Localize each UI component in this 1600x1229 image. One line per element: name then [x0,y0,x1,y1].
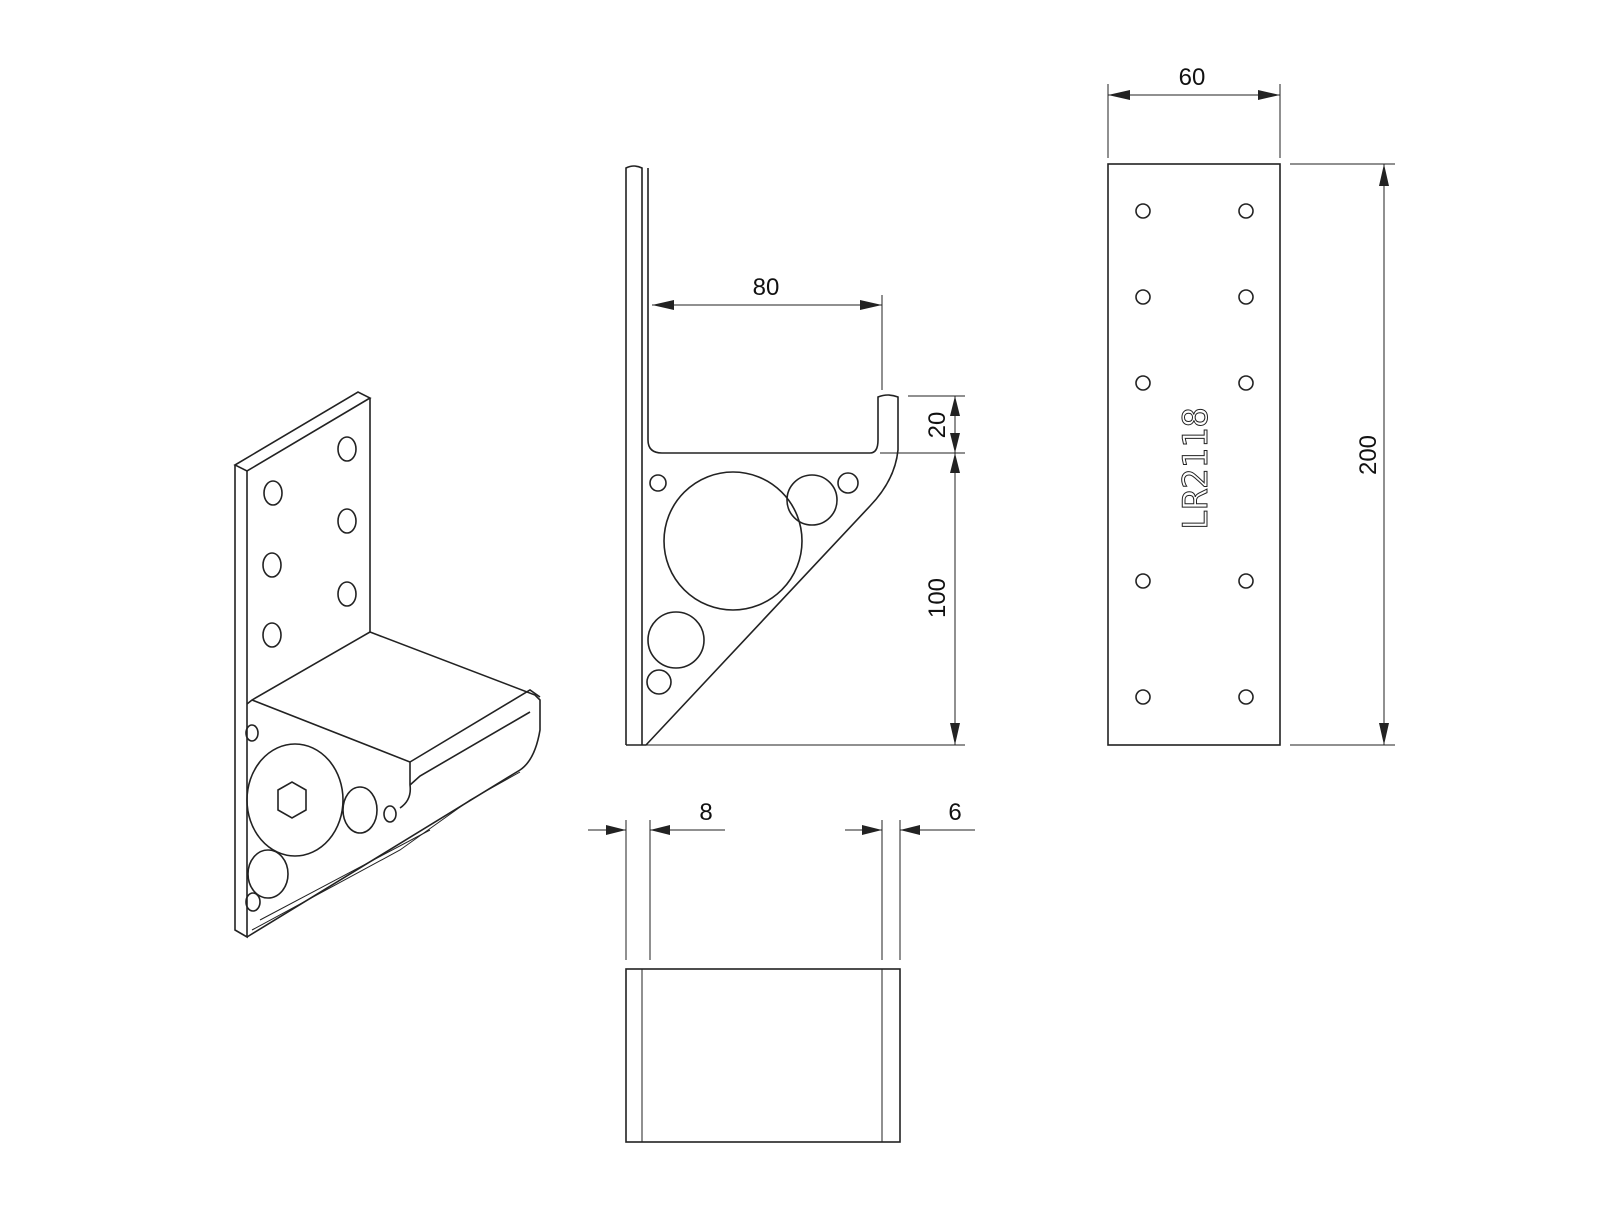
dimension-lines [588,84,1395,960]
front-view [625,165,899,746]
dim-height-200: 200 [1355,435,1382,475]
dim-thickness-6: 6 [948,799,961,826]
dim-lip-20: 20 [924,412,951,439]
top-view: LR2118 [1107,163,1281,746]
fastener-holes [1135,203,1254,705]
hex-bolt-icon [277,781,307,819]
dim-width-60: 60 [1179,64,1206,91]
dimension-labels: 60 200 80 20 100 8 6 [699,64,1382,826]
dim-gusset-100: 100 [924,578,951,618]
dim-channel-80: 80 [753,274,780,301]
large-hole [246,743,344,857]
bottom-view [625,968,901,1143]
part-marking: LR2118 [1176,407,1216,530]
dim-thickness-8: 8 [699,799,712,826]
isometric-view [233,391,541,939]
fastener-holes [262,436,357,648]
